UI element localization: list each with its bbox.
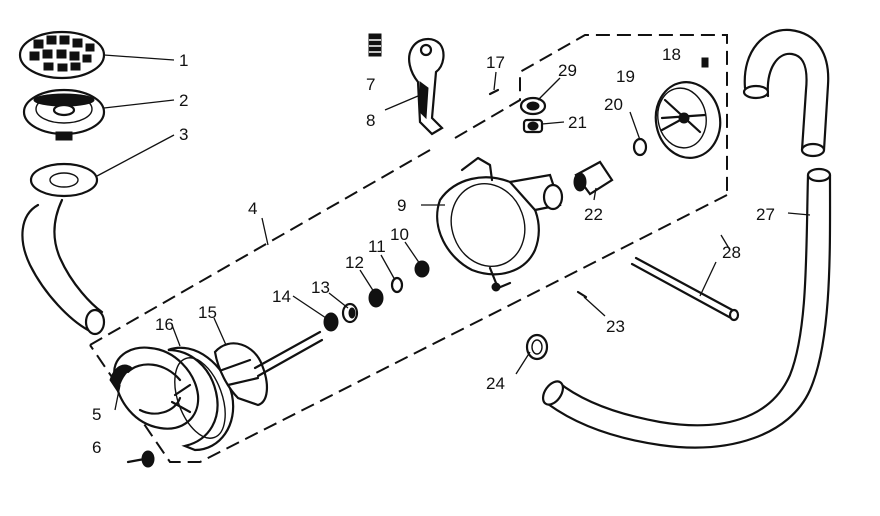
part-label-24: 24	[486, 374, 505, 393]
strainer-basket-part	[18, 30, 106, 80]
sleeve-part	[573, 160, 614, 196]
washer-part	[632, 137, 648, 157]
clip-part	[522, 118, 544, 134]
part-label-10: 10	[390, 225, 409, 244]
assembly-boundary	[89, 34, 728, 463]
part-label-12: 12	[345, 253, 364, 272]
ring-part-inner	[526, 101, 540, 111]
part-label-16: 16	[155, 315, 174, 334]
part-label-7: 7	[366, 75, 375, 94]
screw-part	[126, 450, 155, 468]
drain-cup-part	[22, 88, 106, 141]
curved-hose-bottom	[800, 142, 826, 158]
motor-cap-part	[654, 81, 722, 159]
long-hose-top	[806, 167, 832, 183]
part-label-20: 20	[604, 95, 623, 114]
part-label-1: 1	[179, 51, 188, 70]
pin-part	[488, 88, 500, 96]
part-label-11: 11	[368, 237, 386, 256]
part-label-23: 23	[606, 317, 625, 336]
part-label-18: 18	[662, 45, 681, 64]
curved-hose	[743, 28, 830, 152]
pump-body-part	[436, 156, 564, 292]
curved-hose-end	[742, 84, 770, 100]
part-label-13: 13	[311, 278, 330, 297]
part-label-8: 8	[366, 111, 375, 130]
drain-hose	[21, 198, 104, 332]
part-label-28: 28	[722, 243, 741, 262]
part-label-6: 6	[92, 438, 101, 457]
small-screw-part	[701, 57, 709, 68]
leader-lines	[96, 54, 811, 411]
spring-part	[368, 33, 382, 57]
gasket-part	[29, 162, 99, 198]
part-label-21: 21	[568, 113, 587, 132]
part-label-3: 3	[179, 125, 188, 144]
shaft-part	[630, 256, 740, 322]
part-label-4: 4	[248, 199, 257, 218]
part-label-9: 9	[397, 196, 406, 215]
part-label-17: 17	[486, 53, 505, 72]
long-hose	[546, 173, 832, 449]
part-label-19: 19	[616, 67, 635, 86]
long-hose-end	[541, 380, 565, 406]
drain-hose-end	[84, 308, 106, 336]
seal-parts	[323, 260, 430, 332]
part-label-29: 29	[558, 61, 577, 80]
part-label-15: 15	[198, 303, 217, 322]
impeller-part	[213, 330, 324, 407]
part-label-22: 22	[584, 205, 603, 224]
part-label-2: 2	[179, 91, 188, 110]
part-label-14: 14	[272, 287, 291, 306]
part-label-27: 27	[756, 205, 775, 224]
clamp-part	[525, 333, 549, 361]
bracket-part	[408, 38, 445, 136]
small-pin-part	[576, 290, 588, 299]
part-label-5: 5	[92, 405, 101, 424]
